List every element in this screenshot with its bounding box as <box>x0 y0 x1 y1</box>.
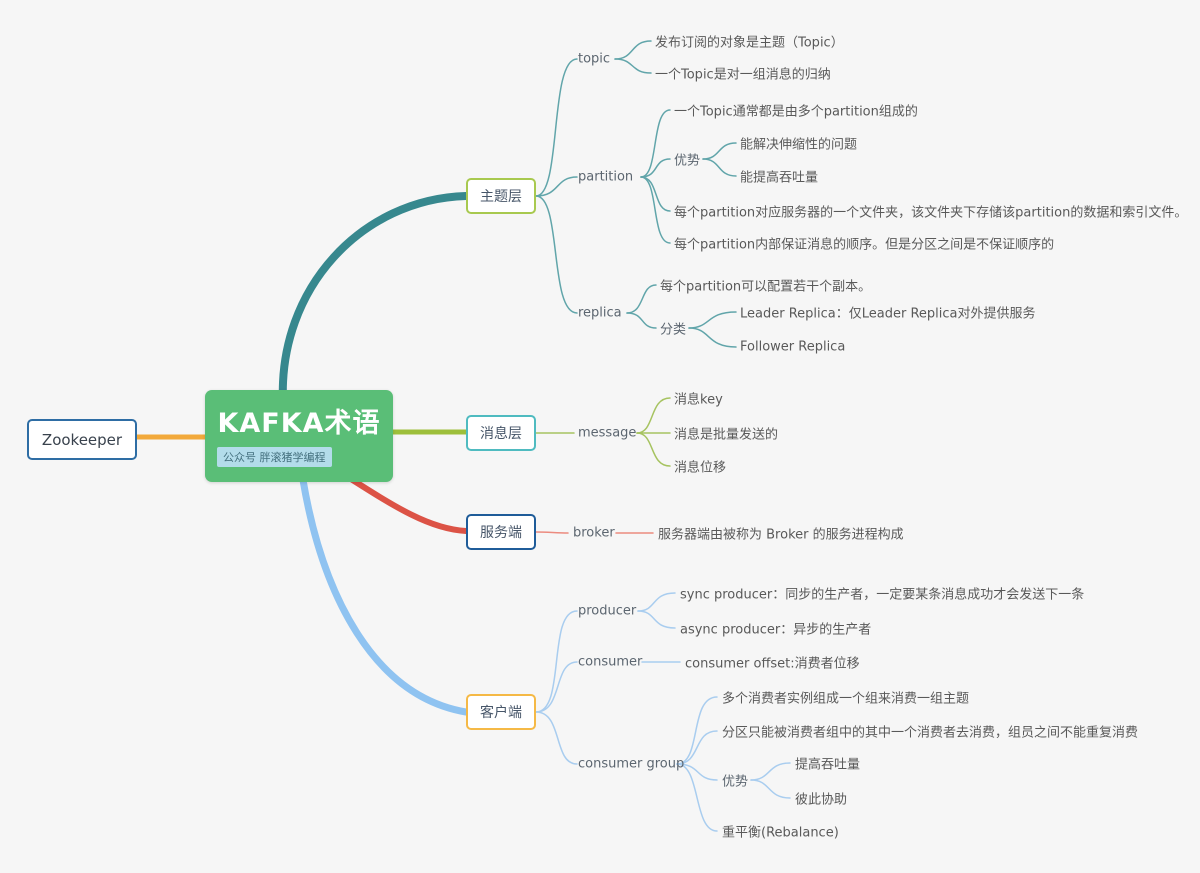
connector-client <box>299 476 470 716</box>
mindmap-leaf[interactable]: 消息位移 <box>674 460 727 476</box>
client-sub-connectors <box>535 592 791 832</box>
node-message-layer[interactable]: 消息层 <box>466 415 536 451</box>
mindmap-leaf[interactable]: Follower Replica <box>740 339 846 355</box>
node-replica[interactable]: replica <box>578 305 622 321</box>
root-badge: 公众号 胖滚猪学编程 <box>217 446 332 467</box>
mindmap-leaf[interactable]: Leader Replica：仅Leader Replica对外提供服务 <box>740 306 1036 322</box>
node-advantage[interactable]: 优势 <box>722 774 749 790</box>
mindmap-leaf[interactable]: 能解决伸缩性的问题 <box>740 137 858 153</box>
node-topic-layer[interactable]: 主题层 <box>466 178 536 214</box>
node-consumer[interactable]: consumer <box>578 654 643 670</box>
mindmap-leaf[interactable]: 发布订阅的对象是主题（Topic） <box>655 35 844 51</box>
topic-layer-sub-connectors <box>535 40 737 348</box>
node-client-side[interactable]: 客户端 <box>466 694 536 730</box>
root-title: KAFKA术语 <box>217 407 381 439</box>
message-layer-sub-connectors <box>535 397 671 467</box>
node-consumer-group[interactable]: consumer group <box>578 756 685 772</box>
mindmap-leaf[interactable]: 服务器端由被称为 Broker 的服务进程构成 <box>658 527 904 543</box>
mindmap-leaf[interactable]: 彼此协助 <box>795 792 848 808</box>
node-broker[interactable]: broker <box>573 525 615 541</box>
connector-topic-layer <box>278 192 470 406</box>
node-server-side[interactable]: 服务端 <box>466 514 536 550</box>
root-node-kafka-terms[interactable]: KAFKA术语 公众号 胖滚猪学编程 <box>205 390 393 482</box>
mindmap-leaf[interactable]: 每个partition可以配置若干个副本。 <box>660 279 872 295</box>
mindmap-leaf[interactable]: 一个Topic是对一组消息的归纳 <box>655 67 831 83</box>
node-advantage[interactable]: 优势 <box>674 153 701 169</box>
node-zookeeper[interactable]: Zookeeper <box>27 419 137 460</box>
main-branch-connectors <box>130 192 470 716</box>
mindmap-leaf[interactable]: consumer offset:消费者位移 <box>685 656 860 672</box>
mindmap-leaf[interactable]: 每个partition对应服务器的一个文件夹，该文件夹下存储该partition… <box>674 205 1188 221</box>
node-message[interactable]: message <box>578 425 637 441</box>
node-topic[interactable]: topic <box>578 51 611 67</box>
mindmap-leaf[interactable]: 一个Topic通常都是由多个partition组成的 <box>674 104 918 120</box>
mindmap-leaf[interactable]: 消息key <box>674 392 723 408</box>
connector-server <box>337 469 469 534</box>
mindmap-leaf[interactable]: sync producer：同步的生产者，一定要某条消息成功才会发送下一条 <box>680 587 1085 603</box>
mindmap-leaf[interactable]: 能提高吞吐量 <box>740 170 819 186</box>
mindmap-leaf[interactable]: 多个消费者实例组成一个组来消费一组主题 <box>722 691 970 707</box>
mindmap-leaf[interactable]: 分区只能被消费者组中的其中一个消费者去消费，组员之间不能重复消费 <box>722 725 1139 741</box>
mindmap-leaf[interactable]: async producer：异步的生产者 <box>680 622 872 638</box>
node-producer[interactable]: producer <box>578 603 637 619</box>
server-sub-connectors <box>535 531 654 534</box>
node-category[interactable]: 分类 <box>660 322 687 338</box>
mindmap-leaf[interactable]: 提高吞吐量 <box>795 757 861 773</box>
node-rebalance[interactable]: 重平衡(Rebalance) <box>722 825 839 841</box>
mindmap-leaf[interactable]: 每个partition内部保证消息的顺序。但是分区之间是不保证顺序的 <box>674 237 1055 253</box>
mindmap-leaf[interactable]: 消息是批量发送的 <box>674 427 779 443</box>
node-partition[interactable]: partition <box>578 169 634 185</box>
